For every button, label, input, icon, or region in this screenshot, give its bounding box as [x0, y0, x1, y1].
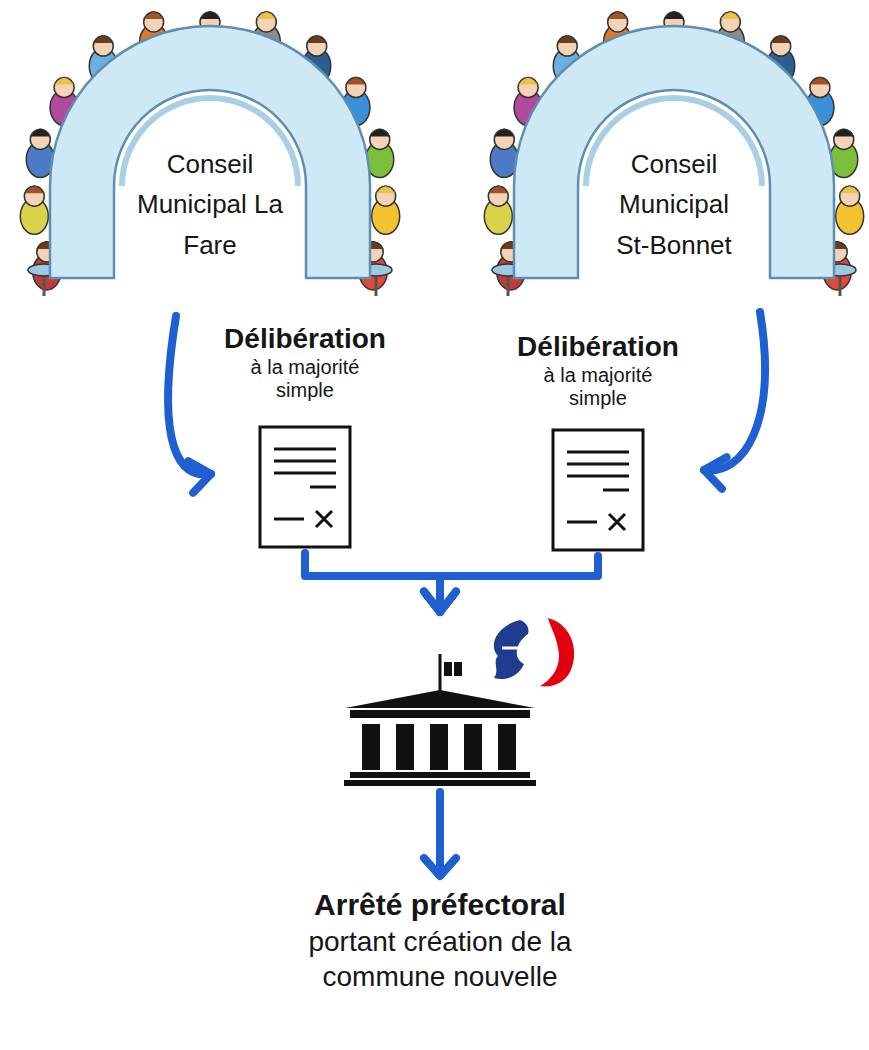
connector-line — [168, 316, 211, 474]
majority-note: à la majorité simple — [230, 356, 380, 403]
flow-arrow — [704, 312, 765, 489]
prefecture-building — [270, 612, 610, 884]
flow-arrow — [305, 553, 456, 612]
decree-title: Arrêté préfectoral — [270, 886, 610, 924]
deliberation-node: Délibérationà la majorité simple — [205, 322, 405, 549]
connector-line — [440, 556, 598, 612]
prefecture-node: Arrêté préfectoralportant création de la… — [270, 612, 610, 994]
council-label: Conseil Municipal La Fare — [135, 144, 285, 265]
document-icon — [258, 425, 352, 549]
deliberation-node: Délibérationà la majorité simple — [498, 330, 698, 552]
flow-arrow — [424, 556, 598, 612]
connector-line — [704, 312, 765, 470]
deliberation-title: Délibération — [205, 322, 405, 356]
arrow-head — [424, 592, 456, 612]
council-node: Conseil Municipal St-Bonnet — [482, 8, 866, 308]
document-icon — [551, 428, 645, 552]
arrow-head — [188, 461, 211, 493]
deliberation-title: Délibération — [498, 330, 698, 364]
flow-arrow — [168, 316, 211, 493]
connector-line — [305, 553, 440, 612]
decree-description: portant création de la commune nouvelle — [275, 924, 605, 994]
council-node: Conseil Municipal La Fare — [18, 8, 402, 308]
majority-note: à la majorité simple — [523, 364, 673, 411]
council-label: Conseil Municipal St-Bonnet — [599, 144, 749, 265]
arrow-head — [704, 457, 727, 489]
